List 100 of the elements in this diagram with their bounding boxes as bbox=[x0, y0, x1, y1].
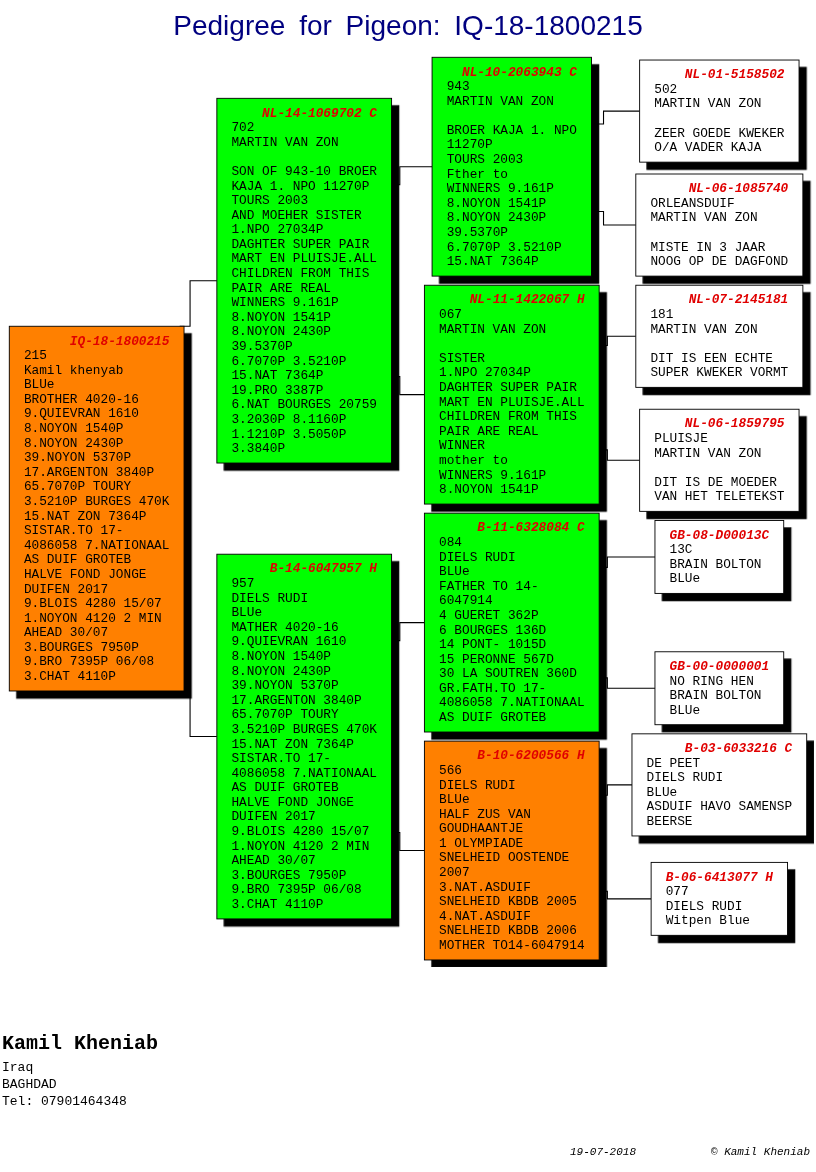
pedigree-text: WINNER bbox=[439, 438, 485, 453]
pedigree-text: MOTHER TO14-6047914 bbox=[439, 938, 585, 953]
pedigree-text: 65.7070P TOURY bbox=[231, 707, 339, 722]
pedigree-text: BLUe bbox=[439, 564, 470, 579]
phone-number: Tel: 07901464348 bbox=[2, 1094, 127, 1109]
pedigree-text: SNELHEID KBDB 2006 bbox=[439, 923, 577, 939]
pedigree-text: 8.NOYON 1540P bbox=[23, 421, 124, 436]
pedigree-text: DIELS RUDI bbox=[439, 777, 516, 793]
pedigree-text: BRAIN BOLTON bbox=[669, 688, 762, 703]
pedigree-text: Kamil khenyab bbox=[23, 362, 124, 378]
pedigree-text: 15 PERONNE 567D bbox=[439, 651, 554, 667]
pedigree-text: 19.PRO 3387P bbox=[231, 382, 324, 398]
pedigree-text: MARTIN VAN ZON bbox=[654, 96, 762, 112]
ring-number: NL-06-1859795 bbox=[684, 416, 785, 432]
pedigree-text: 14 PONT- 1015D bbox=[439, 637, 547, 652]
pedigree-text: HALVE FOND JONGE bbox=[231, 794, 354, 810]
pedigree-text: 39.5370P bbox=[231, 339, 293, 354]
pedigree-text: 3.CHAT 4110P bbox=[231, 897, 324, 912]
pedigree-text: VAN HET TELETEKST bbox=[654, 489, 785, 505]
connector-line bbox=[598, 449, 641, 461]
pedigree-text: 6.NAT BOURGES 20759 bbox=[231, 397, 377, 412]
pedigree-text: DE PEET bbox=[646, 755, 701, 771]
pedigree-text: 39.5370P bbox=[446, 225, 508, 240]
pedigree-text: 6047914 bbox=[439, 593, 493, 608]
pedigree-card bbox=[423, 740, 600, 961]
pedigree-card bbox=[635, 284, 804, 388]
ring-number: B-14-6047957 H bbox=[269, 561, 377, 577]
ring-number: B-06-6413077 H bbox=[665, 869, 773, 885]
pedigree-text: BLUe bbox=[669, 571, 701, 587]
pedigree-text: 11270P bbox=[446, 137, 493, 153]
pedigree-card bbox=[431, 56, 592, 277]
pedigree-text: 8.NOYON 2430P bbox=[231, 663, 332, 679]
pedigree-text: MISTE IN 3 JAAR bbox=[650, 239, 766, 255]
pedigree-text: 6 BOURGES 136D bbox=[439, 622, 547, 638]
pedigree-text: 1 OLYMPIADE bbox=[439, 835, 524, 851]
pedigree-text: 4.NAT.ASDUIF bbox=[439, 908, 531, 924]
ring-number: NL-07-2145181 bbox=[688, 292, 789, 308]
pedigree-text: 39.NOYON 5370P bbox=[231, 678, 339, 693]
pedigree-text: BROER KAJA 1. NPO bbox=[446, 122, 577, 138]
connector-line bbox=[391, 622, 425, 642]
ring-number: IQ-18-1800215 bbox=[69, 333, 170, 349]
pedigree-text: 181 bbox=[650, 307, 674, 322]
pedigree-text: GR.FATH.TO 17- bbox=[439, 680, 547, 696]
pedigree-text: SON OF 943-10 BROER bbox=[231, 163, 377, 179]
ring-number: NL-06-1085740 bbox=[688, 181, 789, 196]
pedigree-text: HALF ZUS VAN bbox=[439, 806, 531, 822]
pedigree-text: 215 bbox=[23, 348, 47, 363]
pedigree-text: 3.BOURGES 7950P bbox=[231, 867, 347, 883]
pedigree-text: 084 bbox=[439, 535, 462, 550]
pedigree-text: 17.ARGENTON 3840P bbox=[23, 464, 155, 480]
pedigree-text: NOOG OP DE DAGFOND bbox=[650, 254, 789, 269]
pedigree-text: 8.NOYON 1541P bbox=[439, 482, 539, 497]
pedigree-text: AHEAD 30/07 bbox=[231, 853, 316, 868]
ring-number: NL-14-1069702 C bbox=[262, 105, 377, 121]
pedigree-text: SISTAR.TO 17- bbox=[231, 751, 332, 766]
pedigree-text: PAIR ARE REAL bbox=[231, 280, 332, 296]
pedigree-text: 067 bbox=[439, 307, 462, 322]
pedigree-text: 1.NPO 27034P bbox=[439, 365, 531, 381]
pedigree-text: DIELS RUDI bbox=[231, 590, 309, 606]
pedigree-text: 4086058 7.NATIONAAL bbox=[23, 537, 170, 553]
pedigree-text: DAGHTER SUPER PAIR bbox=[231, 236, 370, 252]
pedigree-text: 8.NOYON 1540P bbox=[231, 649, 332, 664]
pedigree-text: DUIFEN 2017 bbox=[23, 581, 109, 597]
pedigree-card bbox=[639, 408, 800, 512]
pedigree-text: 3.5210P BURGES 470K bbox=[231, 722, 377, 737]
pedigree-text: BLUe bbox=[231, 605, 263, 620]
copyright-note: © Kamil Kheniab bbox=[710, 1146, 810, 1158]
pedigree-text: DIELS RUDI bbox=[665, 898, 743, 914]
pedigree-text: FATHER TO 14- bbox=[439, 578, 539, 594]
breeder-name: Kamil Kheniab bbox=[2, 1032, 159, 1055]
pedigree-text: DIT IS EEN ECHTE bbox=[650, 350, 773, 366]
pedigree-card bbox=[216, 553, 393, 920]
city-text: BAGHDAD bbox=[2, 1077, 57, 1092]
pedigree-text: 4 GUERET 362P bbox=[439, 608, 539, 623]
ring-number: GB-00-0000001 bbox=[669, 659, 770, 674]
pedigree-text: 8.NOYON 1541P bbox=[231, 309, 332, 325]
pedigree-text: MART EN PLUISJE.ALL bbox=[439, 394, 585, 410]
pedigree-text: DIELS RUDI bbox=[646, 770, 724, 785]
title: Pedigree for Pigeon: IQ-18-1800215 bbox=[173, 10, 643, 41]
pedigree-text: MARTIN VAN ZON bbox=[439, 321, 547, 337]
pedigree-text: AS DUIF GROTEB bbox=[439, 710, 547, 725]
pedigree-text: MARTIN VAN ZON bbox=[446, 93, 554, 109]
pedigree-card bbox=[650, 861, 788, 936]
pedigree-text: HALVE FOND JONGE bbox=[23, 567, 147, 582]
pedigree-text: 9.BRO 7395P 06/08 bbox=[23, 654, 155, 670]
pedigree-text: BROTHER 4020-16 bbox=[23, 391, 139, 407]
pedigree-text: DUIFEN 2017 bbox=[231, 809, 316, 825]
pedigree-card bbox=[639, 59, 800, 163]
pedigree-text: DAGHTER SUPER PAIR bbox=[439, 380, 577, 395]
pedigree-text: 9.BLOIS 4280 15/07 bbox=[23, 596, 162, 611]
pedigree-card bbox=[423, 284, 600, 505]
pedigree-text: AHEAD 30/07 bbox=[23, 625, 109, 640]
pedigree-text: 943 bbox=[446, 79, 470, 94]
pedigree-text: AND MOEHER SISTER bbox=[231, 207, 362, 223]
pedigree-card bbox=[635, 173, 804, 277]
pedigree-text: 566 bbox=[439, 763, 462, 778]
ring-number: NL-01-5158502 bbox=[684, 67, 785, 82]
pedigree-text: 3.2030P 8.1160P bbox=[231, 412, 347, 427]
pedigree-text: 3.NAT.ASDUIF bbox=[439, 879, 531, 895]
pedigree-text: MARTIN VAN ZON bbox=[650, 210, 758, 226]
